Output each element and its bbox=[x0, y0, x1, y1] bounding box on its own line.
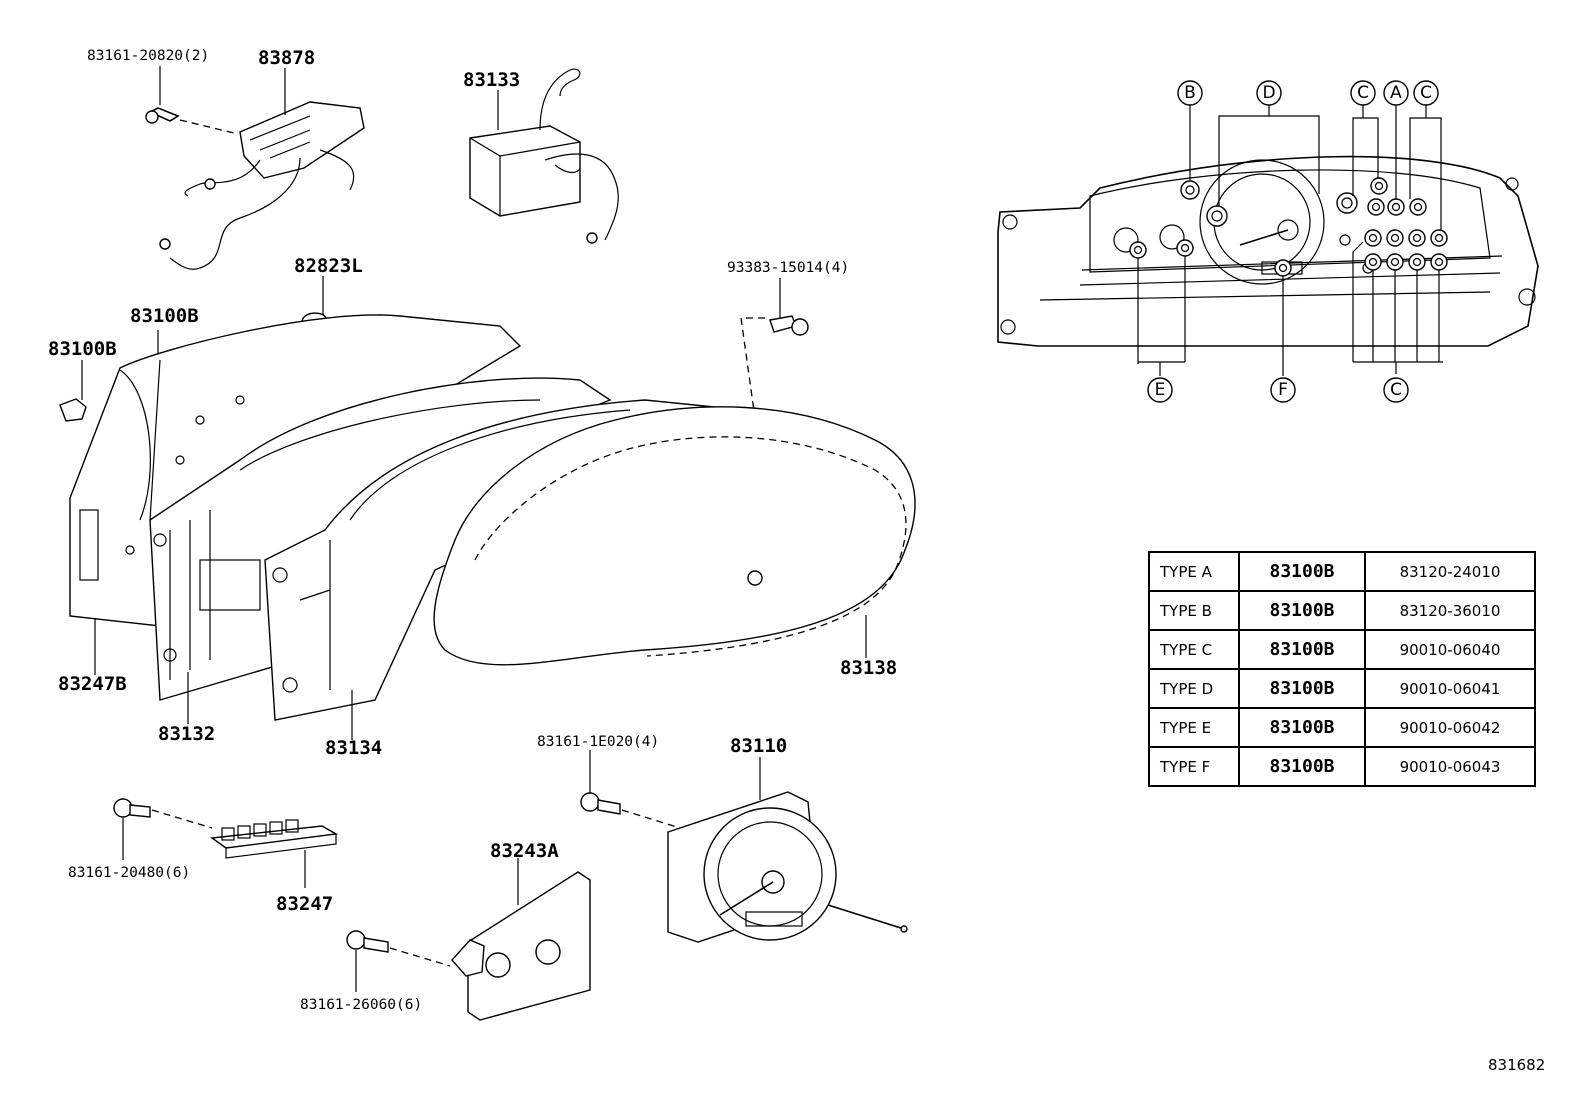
part-cell: 83100B bbox=[1238, 746, 1366, 787]
type-cell: TYPE F bbox=[1148, 746, 1240, 787]
callout-C-bottom: C bbox=[1383, 377, 1409, 403]
bulb-holder-C-9 bbox=[1386, 253, 1404, 271]
callout-E: E bbox=[1147, 377, 1173, 403]
type-cell: TYPE C bbox=[1148, 629, 1240, 670]
part-cell: 83100B bbox=[1238, 629, 1366, 670]
bulb-holder-A bbox=[1387, 198, 1405, 216]
part-83161-26060-screw bbox=[346, 930, 451, 992]
svg-text:C: C bbox=[1357, 83, 1369, 103]
callout-A: A bbox=[1383, 80, 1409, 106]
part-cell: 83100B bbox=[1238, 590, 1366, 631]
bulb-holder-C-8 bbox=[1364, 253, 1382, 271]
part-83878-harness bbox=[145, 101, 365, 270]
bulb-holder-C-11 bbox=[1430, 253, 1448, 271]
bulb-holder-C-10 bbox=[1408, 253, 1426, 271]
type-cell: TYPE A bbox=[1148, 551, 1240, 592]
bulb-layout-diagram bbox=[997, 104, 1539, 376]
part-93383-15014-screw bbox=[740, 278, 809, 419]
part-cell: 83100B bbox=[1238, 551, 1366, 592]
bulb-holder-E-right bbox=[1176, 239, 1194, 257]
part-cell: 83100B bbox=[1238, 668, 1366, 709]
callout-C-right: C bbox=[1413, 80, 1439, 106]
bulb-holder-E-left bbox=[1129, 241, 1147, 259]
label-83247: 83247 bbox=[276, 893, 333, 915]
table-row: TYPE D 83100B 90010-06041 bbox=[1148, 668, 1536, 709]
part-83110-meter bbox=[667, 757, 908, 943]
label-82823L: 82823L bbox=[294, 255, 363, 277]
svg-text:E: E bbox=[1155, 380, 1166, 400]
callout-D: D bbox=[1256, 80, 1282, 106]
svg-text:C: C bbox=[1390, 380, 1402, 400]
bulb-holder-C-6 bbox=[1408, 229, 1426, 247]
label-83134: 83134 bbox=[325, 737, 382, 759]
part-83133-module bbox=[469, 68, 619, 244]
number-cell: 90010-06040 bbox=[1364, 629, 1536, 670]
callout-B: B bbox=[1177, 80, 1203, 106]
part-cell: 83100B bbox=[1238, 707, 1366, 748]
label-83878: 83878 bbox=[258, 47, 315, 69]
bulb-holder-C-1 bbox=[1370, 177, 1388, 195]
label-83161-20820: 83161-20820(2) bbox=[87, 48, 209, 64]
part-83100B-bulb-b bbox=[59, 360, 87, 422]
bulb-type-table: TYPE A 83100B 83120-24010 TYPE B 83100B … bbox=[1148, 551, 1536, 787]
label-83243A: 83243A bbox=[490, 840, 559, 862]
bulb-holder-D-right bbox=[1336, 192, 1358, 214]
part-83138-glass bbox=[433, 406, 916, 666]
table-row: TYPE F 83100B 90010-06043 bbox=[1148, 746, 1536, 787]
label-83247B: 83247B bbox=[58, 673, 127, 695]
label-93383-15014: 93383-15014(4) bbox=[727, 260, 849, 276]
bulb-holder-C-7 bbox=[1430, 229, 1448, 247]
svg-text:C: C bbox=[1420, 83, 1432, 103]
bulb-holder-D-left bbox=[1206, 205, 1228, 227]
bulb-holder-C-5 bbox=[1386, 229, 1404, 247]
label-83132: 83132 bbox=[158, 723, 215, 745]
type-cell: TYPE B bbox=[1148, 590, 1240, 631]
callout-C-left: C bbox=[1350, 80, 1376, 106]
bulb-holder-B bbox=[1180, 180, 1200, 200]
type-cell: TYPE D bbox=[1148, 668, 1240, 709]
table-row: TYPE B 83100B 83120-36010 bbox=[1148, 590, 1536, 631]
svg-text:B: B bbox=[1184, 83, 1196, 103]
label-83100B-upper: 83100B bbox=[130, 305, 199, 327]
svg-text:D: D bbox=[1262, 83, 1275, 103]
number-cell: 90010-06043 bbox=[1364, 746, 1536, 787]
bulb-holder-C-2 bbox=[1367, 198, 1385, 216]
label-83100B-lower: 83100B bbox=[48, 338, 117, 360]
label-83161-26060: 83161-26060(6) bbox=[300, 997, 422, 1013]
label-83133: 83133 bbox=[463, 69, 520, 91]
callout-F: F bbox=[1270, 377, 1296, 403]
part-83247-socket-strip bbox=[113, 798, 339, 859]
table-row: TYPE C 83100B 90010-06040 bbox=[1148, 629, 1536, 670]
svg-text:F: F bbox=[1278, 380, 1288, 400]
part-83243A-sub-meter bbox=[451, 858, 591, 1021]
label-83138: 83138 bbox=[840, 657, 897, 679]
table-row: TYPE E 83100B 90010-06042 bbox=[1148, 707, 1536, 748]
bulb-holder-F bbox=[1274, 259, 1292, 277]
label-83110: 83110 bbox=[730, 735, 787, 757]
label-83161-1E020: 83161-1E020(4) bbox=[537, 734, 659, 750]
number-cell: 83120-24010 bbox=[1364, 551, 1536, 592]
number-cell: 83120-36010 bbox=[1364, 590, 1536, 631]
part-83161-1E020-screw bbox=[580, 750, 681, 829]
bulb-holder-C-3 bbox=[1409, 198, 1427, 216]
table-row: TYPE A 83100B 83120-24010 bbox=[1148, 551, 1536, 592]
diagram-number: 831682 bbox=[1488, 1056, 1546, 1074]
type-cell: TYPE E bbox=[1148, 707, 1240, 748]
svg-text:A: A bbox=[1390, 83, 1402, 103]
bulb-holder-C-4 bbox=[1364, 229, 1382, 247]
number-cell: 90010-06041 bbox=[1364, 668, 1536, 709]
number-cell: 90010-06042 bbox=[1364, 707, 1536, 748]
label-83161-20480: 83161-20480(6) bbox=[68, 865, 190, 881]
